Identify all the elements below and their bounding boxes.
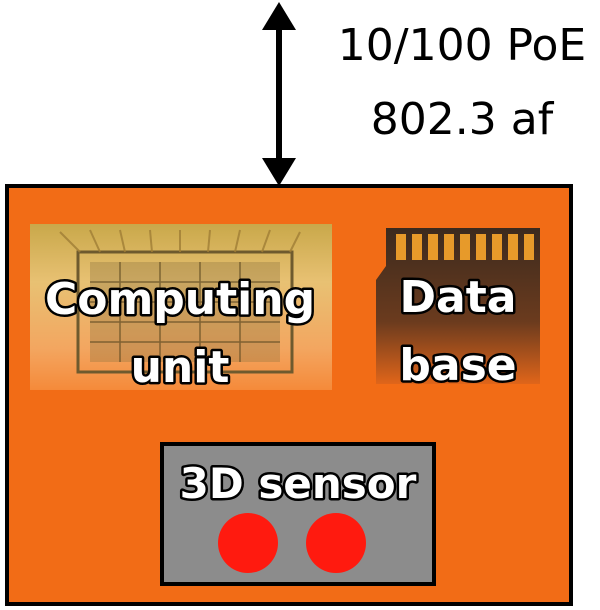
sensor-label: 3D sensor: [180, 459, 417, 508]
sensor-lens-right: [306, 513, 366, 573]
computing-unit-label-line2: unit: [131, 342, 230, 393]
database-label-line1: Data: [400, 272, 517, 323]
connection-label-line2: 802.3 af: [371, 94, 555, 145]
computing-unit-image: [30, 224, 332, 390]
connection-arrow: [262, 2, 296, 186]
computing-unit-label-line1: Computing: [45, 274, 315, 325]
sensor-panel: [160, 442, 436, 586]
database-image: [376, 228, 540, 384]
connection-label-line1: 10/100 PoE: [338, 20, 586, 71]
sensor-lens-left: [218, 513, 278, 573]
database-label-line2: base: [399, 340, 516, 391]
